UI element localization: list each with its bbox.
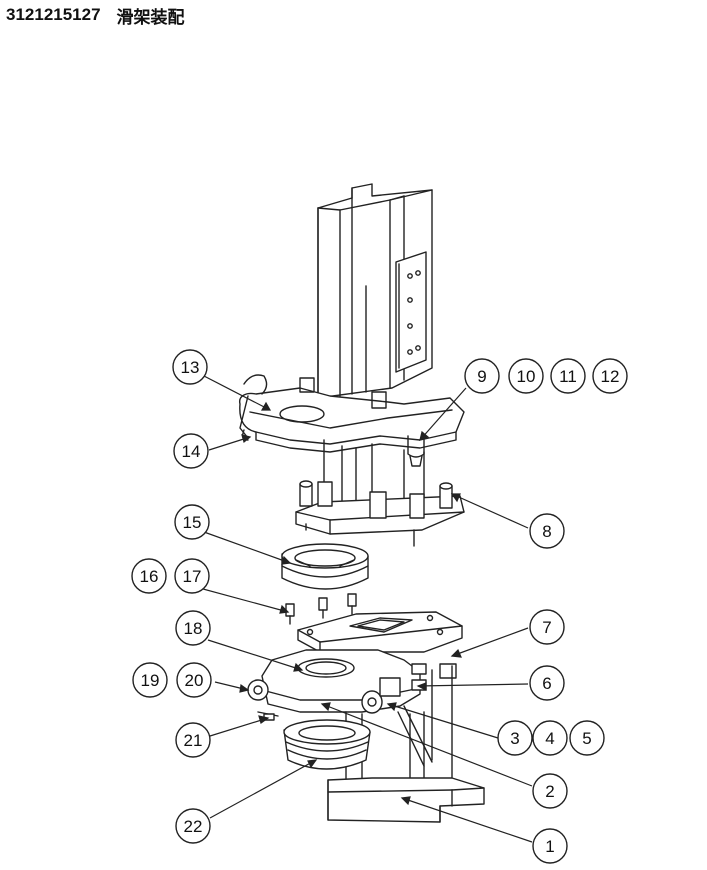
callouts: 13 14 9 10 11 12 8 15 16 17 18 7 19 20 6… <box>131 349 628 864</box>
callout-13: 13 <box>172 349 208 385</box>
svg-text:2: 2 <box>545 782 554 801</box>
callout-21: 21 <box>175 722 211 758</box>
callout-18: 18 <box>175 610 211 646</box>
svg-text:20: 20 <box>185 671 204 690</box>
svg-text:1: 1 <box>545 837 554 856</box>
svg-text:16: 16 <box>140 567 159 586</box>
carriage-plate <box>297 611 463 653</box>
svg-text:14: 14 <box>182 442 201 461</box>
callout-14: 14 <box>173 433 209 469</box>
callout-10: 10 <box>508 358 544 394</box>
callout-16: 16 <box>131 558 167 594</box>
svg-text:12: 12 <box>601 367 620 386</box>
svg-text:15: 15 <box>183 513 202 532</box>
callout-20: 20 <box>176 662 212 698</box>
mounting-plate <box>295 480 465 547</box>
callout-19: 19 <box>132 662 168 698</box>
page-header: 3121215127 滑架装配 <box>6 2 185 28</box>
svg-text:9: 9 <box>477 367 486 386</box>
callout-22: 22 <box>175 808 211 844</box>
svg-text:13: 13 <box>181 358 200 377</box>
svg-text:17: 17 <box>183 567 202 586</box>
callout-1: 1 <box>532 828 568 864</box>
svg-text:5: 5 <box>582 729 591 748</box>
callout-8: 8 <box>529 513 565 549</box>
callout-11: 11 <box>550 358 586 394</box>
page-title: 滑架装配 <box>116 7 185 28</box>
svg-text:22: 22 <box>184 817 203 836</box>
bearing-ring <box>281 543 369 590</box>
part-number: 3121215127 <box>6 5 101 24</box>
leader-lines <box>191 375 533 843</box>
callout-7: 7 <box>529 609 565 645</box>
svg-text:11: 11 <box>559 367 577 386</box>
callout-6: 6 <box>529 665 565 701</box>
roller-wheel <box>283 719 371 770</box>
callout-3: 3 <box>497 720 533 756</box>
upper-arm-bracket <box>239 374 465 467</box>
svg-text:10: 10 <box>517 367 536 386</box>
svg-text:18: 18 <box>184 619 203 638</box>
callout-17: 17 <box>174 558 210 594</box>
svg-text:3: 3 <box>510 729 519 748</box>
svg-text:7: 7 <box>542 618 551 637</box>
svg-text:8: 8 <box>542 522 551 541</box>
svg-text:21: 21 <box>184 731 203 750</box>
mast-side-plate <box>395 251 427 373</box>
callout-15: 15 <box>174 504 210 540</box>
svg-text:19: 19 <box>141 671 160 690</box>
svg-text:4: 4 <box>545 729 554 748</box>
lower-carriage-body <box>247 649 457 721</box>
callout-12: 12 <box>592 358 628 394</box>
svg-text:6: 6 <box>542 674 551 693</box>
callout-5: 5 <box>569 720 605 756</box>
callout-2: 2 <box>532 773 568 809</box>
callout-4: 4 <box>532 720 568 756</box>
callout-9: 9 <box>464 358 500 394</box>
